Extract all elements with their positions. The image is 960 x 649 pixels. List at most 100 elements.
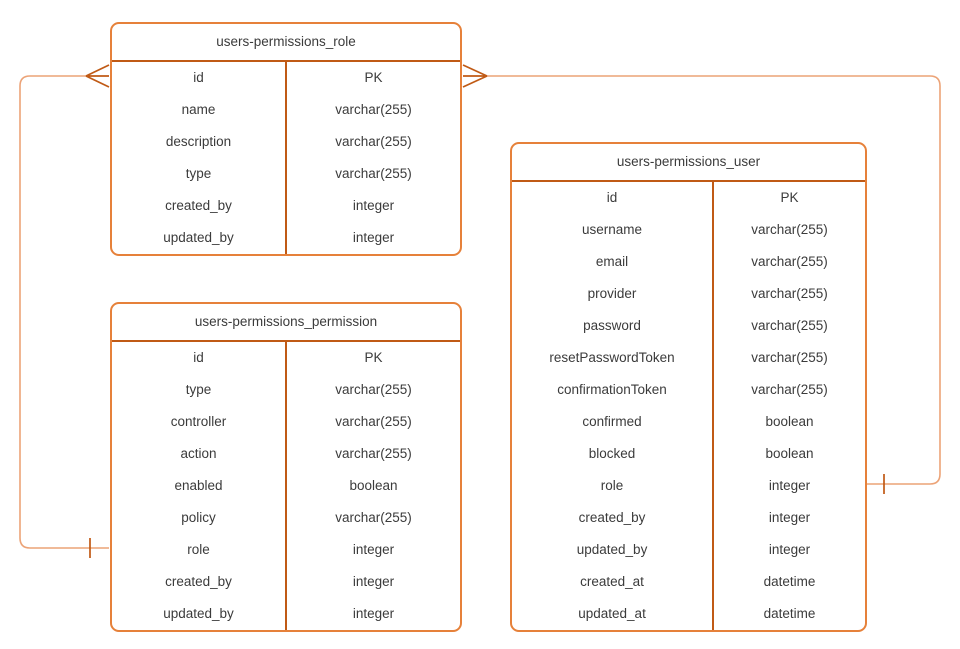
- table-rows: id PK type varchar(255) controller varchar(25…: [112, 342, 460, 630]
- field-type: integer: [285, 534, 460, 566]
- field-type: PK: [285, 342, 460, 374]
- field-row: updated_by integer: [512, 534, 865, 566]
- crow-foot-many-marker: [462, 64, 488, 88]
- field-row: email varchar(255): [512, 246, 865, 278]
- field-name: created_at: [580, 574, 644, 589]
- edge-role-user[interactable]: [462, 64, 941, 494]
- field-type: varchar(255): [712, 342, 865, 374]
- crow-foot-many-marker: [85, 64, 110, 88]
- field-name: created_by: [578, 510, 646, 525]
- field-name: email: [595, 254, 629, 269]
- field-row: updated_at datetime: [512, 598, 865, 630]
- field-type: integer: [285, 566, 460, 598]
- field-type: datetime: [712, 566, 865, 598]
- field-name: updated_by: [576, 542, 648, 557]
- field-row: confirmationToken varchar(255): [512, 374, 865, 406]
- field-type: PK: [285, 62, 460, 94]
- field-name: updated_at: [578, 606, 646, 621]
- field-row: updated_by integer: [112, 222, 460, 254]
- field-type: boolean: [712, 406, 865, 438]
- field-row: role integer: [512, 470, 865, 502]
- field-type: boolean: [712, 438, 865, 470]
- table-rows: id PK name varchar(255) description varchar(2…: [112, 62, 460, 254]
- field-name: created_by: [165, 574, 232, 589]
- field-name: confirmationToken: [557, 382, 667, 397]
- entity-table-permission[interactable]: users-permissions_permission id PK type var…: [110, 302, 462, 632]
- field-type: PK: [712, 182, 865, 214]
- edge-role-permission[interactable]: [19, 64, 110, 558]
- table-title: users-permissions_user: [512, 144, 865, 182]
- table-title: users-permissions_permission: [112, 304, 460, 342]
- field-name: id: [193, 350, 204, 365]
- field-row: username varchar(255): [512, 214, 865, 246]
- table-title: users-permissions_role: [112, 24, 460, 62]
- field-row: action varchar(255): [112, 438, 460, 470]
- field-name: confirmed: [582, 414, 642, 429]
- field-type: integer: [712, 470, 865, 502]
- field-type: integer: [285, 222, 460, 254]
- entity-table-user[interactable]: users-permissions_user id PK username varch…: [510, 142, 867, 632]
- field-row: type varchar(255): [112, 158, 460, 190]
- field-type: varchar(255): [285, 438, 460, 470]
- field-row: provider varchar(255): [512, 278, 865, 310]
- field-row: created_by integer: [112, 190, 460, 222]
- field-name: username: [582, 222, 643, 237]
- field-row: enabled boolean: [112, 470, 460, 502]
- field-row: id PK: [112, 62, 460, 94]
- field-type: varchar(255): [712, 214, 865, 246]
- field-type: datetime: [712, 598, 865, 630]
- field-type: varchar(255): [285, 374, 460, 406]
- field-type: varchar(255): [285, 502, 460, 534]
- field-type: integer: [712, 502, 865, 534]
- field-name: action: [180, 446, 217, 461]
- field-type: varchar(255): [285, 406, 460, 438]
- field-row: id PK: [512, 182, 865, 214]
- field-row: role integer: [112, 534, 460, 566]
- field-name: enabled: [174, 478, 223, 493]
- field-row: description varchar(255): [112, 126, 460, 158]
- field-type: integer: [285, 598, 460, 630]
- field-type: varchar(255): [712, 278, 865, 310]
- field-row: updated_by integer: [112, 598, 460, 630]
- field-type: varchar(255): [285, 94, 460, 126]
- field-row: controller varchar(255): [112, 406, 460, 438]
- field-type: integer: [285, 190, 460, 222]
- entity-table-role[interactable]: users-permissions_role id PK name varchar(2…: [110, 22, 462, 256]
- field-name: resetPasswordToken: [549, 350, 675, 365]
- field-row: policy varchar(255): [112, 502, 460, 534]
- field-type: boolean: [285, 470, 460, 502]
- field-name: provider: [587, 286, 637, 301]
- field-name: name: [181, 102, 216, 117]
- field-type: varchar(255): [285, 126, 460, 158]
- field-name: id: [193, 70, 204, 85]
- field-name: updated_by: [163, 606, 234, 621]
- field-name: type: [185, 382, 212, 397]
- field-type: varchar(255): [285, 158, 460, 190]
- field-name: blocked: [588, 446, 636, 461]
- field-type: varchar(255): [712, 310, 865, 342]
- field-row: confirmed boolean: [512, 406, 865, 438]
- field-name: description: [165, 134, 232, 149]
- field-row: blocked boolean: [512, 438, 865, 470]
- field-type: varchar(255): [712, 246, 865, 278]
- field-type: integer: [712, 534, 865, 566]
- field-name: role: [600, 478, 624, 493]
- field-row: password varchar(255): [512, 310, 865, 342]
- field-type: varchar(255): [712, 374, 865, 406]
- field-row: created_by integer: [112, 566, 460, 598]
- field-row: type varchar(255): [112, 374, 460, 406]
- field-name: type: [185, 166, 212, 181]
- field-row: resetPasswordToken varchar(255): [512, 342, 865, 374]
- field-name: controller: [170, 414, 227, 429]
- field-name: policy: [181, 510, 216, 525]
- field-name: password: [583, 318, 641, 333]
- field-name: updated_by: [163, 230, 234, 245]
- field-name: id: [606, 190, 618, 205]
- field-row: created_by integer: [512, 502, 865, 534]
- field-row: created_at datetime: [512, 566, 865, 598]
- field-name: role: [187, 542, 210, 557]
- field-row: id PK: [112, 342, 460, 374]
- field-name: created_by: [165, 198, 232, 213]
